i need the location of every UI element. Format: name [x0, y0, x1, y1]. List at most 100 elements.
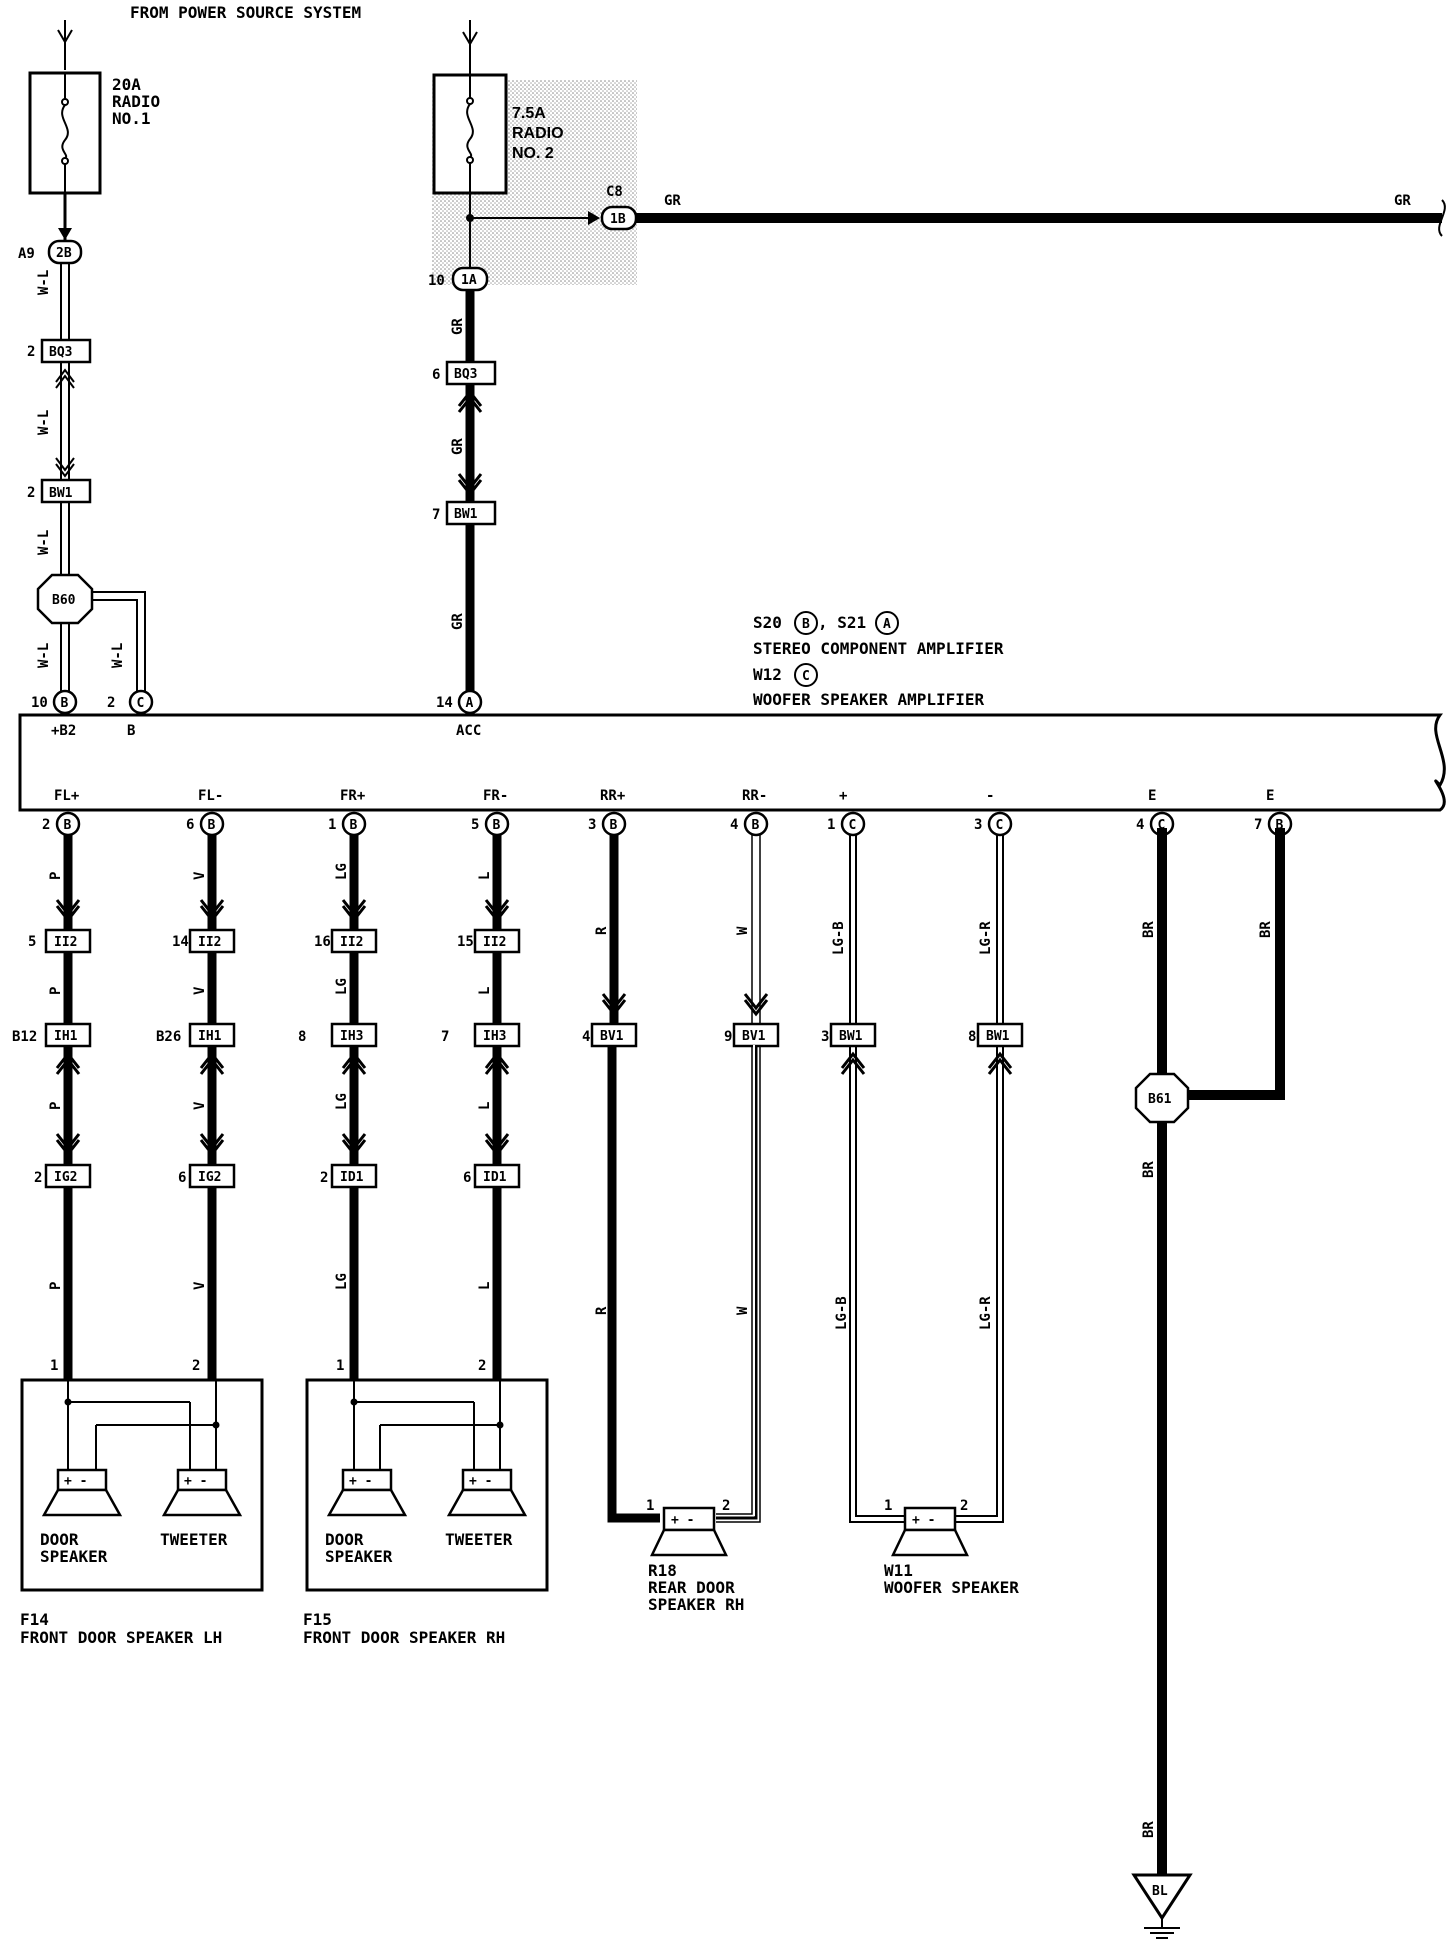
wire-gr-top-left: GR [664, 193, 681, 209]
bottom-pin-label-0: FL+ [54, 788, 79, 804]
row1-code-3: II2 [483, 935, 506, 950]
wire-gr-2: GR [450, 438, 466, 455]
f15-pin2: 2 [478, 1358, 486, 1374]
wire-label-lgb-1: LG-B [831, 921, 847, 955]
bottom-pin-number-8: 4 [1136, 817, 1144, 833]
wire-label-c-2: LG [334, 1093, 350, 1110]
amp-s20-letter: B [802, 617, 810, 632]
ground-terminal-code: BL [1152, 1884, 1168, 1899]
connector-10-pin: 10 [428, 273, 445, 289]
bq3-right-pin: 6 [432, 367, 440, 383]
wire-gr-3: GR [450, 613, 466, 630]
f14-tweeter-polarity: + - [184, 1474, 207, 1489]
f15-tweeter-label: TWEETER [445, 1530, 513, 1549]
wire-run-r: RR [594, 835, 627, 1315]
row1-code-1: II2 [198, 935, 221, 950]
speaker-r18: + - 1 2 R18 REAR DOOR SPEAKER RH [607, 1045, 761, 1614]
fuse-radio-1-name: RADIO [112, 92, 160, 111]
splice-b60-code: B60 [52, 593, 76, 608]
wire-label-r-2: R [594, 1306, 610, 1315]
wire-lgr-lower: LG-R [978, 1296, 994, 1330]
connector-10-code: 1A [461, 273, 477, 288]
top-pin-0-letter: B [61, 696, 69, 711]
bottom-pin-number-6: 1 [827, 817, 835, 833]
w11-polarity: + - [912, 1513, 935, 1528]
ground-terminal-bl [1131, 1873, 1193, 1921]
bottom-pin-6-ring [840, 811, 866, 837]
r18-pin1: 1 [646, 1498, 654, 1514]
bottom-pin-4-letter: B [610, 818, 618, 833]
wire-label-b-0: P [48, 987, 64, 995]
bottom-pin-9-letter: B [1276, 818, 1284, 833]
bottom-pin-label-7: - [986, 788, 994, 804]
bw1-right-pin: 7 [432, 507, 440, 523]
wire-wl-4: W-L [36, 643, 52, 668]
wire-label-d-2: LG [334, 1273, 350, 1290]
bw1-right-code: BW1 [454, 507, 478, 522]
row2-code-3: IH3 [483, 1029, 506, 1044]
row3-pin-0: 2 [34, 1170, 42, 1186]
row3-pin-3: 6 [463, 1170, 471, 1186]
f14-pin2: 2 [192, 1358, 200, 1374]
wire-gr-top-right: GR [1394, 193, 1411, 209]
wire-label-d-3: L [477, 1282, 493, 1290]
wire-label-r-1: R [594, 926, 610, 935]
amp-stereo-title: STEREO COMPONENT AMPLIFIER [753, 639, 1004, 658]
top-pin-number-1: 2 [107, 695, 115, 711]
row1-code-2: II2 [340, 935, 363, 950]
wire-label-c-1: V [192, 1101, 208, 1110]
wire-label-c-3: L [477, 1102, 493, 1110]
row2-code-7: BW1 [986, 1029, 1010, 1044]
bottom-pin-label-8: E [1148, 788, 1156, 804]
bottom-pin-label-5: RR- [742, 788, 767, 804]
speaker-f14: + - + - DOOR SPEAKER TWEETER 1 2 F14 FRO… [20, 1358, 264, 1647]
wire-label-c-0: P [48, 1102, 64, 1110]
wire-label-a-1: V [192, 871, 208, 880]
bottom-pin-8-letter: C [1158, 818, 1166, 833]
wire-label-b-3: L [477, 987, 493, 995]
bw1-left-pin: 2 [27, 485, 35, 501]
wire-label-d-1: V [192, 1281, 208, 1290]
right-feed: 7.5A RADIO NO. 2 C8 1B GR GR 10 1A GR 6 … [428, 20, 1446, 695]
row2-pin-7: 8 [968, 1029, 976, 1045]
connector-c8-pin: C8 [606, 184, 623, 200]
wire-wl-1: W-L [36, 270, 52, 295]
f14-name: FRONT DOOR SPEAKER LH [20, 1628, 222, 1647]
r18-id: R18 [648, 1561, 677, 1580]
amp-s21-letter: A [883, 617, 891, 632]
f15-speaker-label: SPEAKER [325, 1547, 393, 1566]
row2-code-2: IH3 [340, 1029, 363, 1044]
f14-door-polarity: + - [64, 1474, 87, 1489]
wire-wl-2: W-L [36, 410, 52, 435]
bottom-pin-5-letter: B [752, 818, 760, 833]
row2-code-4: BV1 [600, 1029, 624, 1044]
row1-pin-1: 14 [172, 934, 189, 950]
left-feed: 20A RADIO NO.1 A9 2B W-L 2 BQ3 W-L 2 BW1… [18, 20, 160, 695]
row2-pin-3: 7 [441, 1029, 449, 1045]
bottom-pin-number-9: 7 [1254, 817, 1262, 833]
w11-name: WOOFER SPEAKER [884, 1578, 1019, 1597]
f14-tweeter-label: TWEETER [160, 1530, 228, 1549]
row2-pin-1: B26 [156, 1029, 181, 1045]
wire-wl-3: W-L [36, 530, 52, 555]
bottom-pin-6-letter: C [849, 818, 857, 833]
bottom-pin-number-7: 3 [974, 817, 982, 833]
power-source-label: FROM POWER SOURCE SYSTEM [130, 3, 361, 22]
f14-pin1: 1 [50, 1358, 58, 1374]
wire-br-1: BR [1141, 921, 1157, 938]
bottom-pin-label-3: FR- [483, 788, 508, 804]
bottom-pin-number-1: 6 [186, 817, 194, 833]
bottom-pin-label-6: + [839, 788, 847, 804]
wire-gr-1: GR [450, 318, 466, 335]
wire-br-2: BR [1258, 921, 1274, 938]
row3-pin-1: 6 [178, 1170, 186, 1186]
row3-pin-2: 2 [320, 1170, 328, 1186]
top-pin-label-0: +B2 [51, 723, 76, 739]
splice-b60 [36, 573, 94, 625]
bottom-pin-1-letter: B [208, 818, 216, 833]
